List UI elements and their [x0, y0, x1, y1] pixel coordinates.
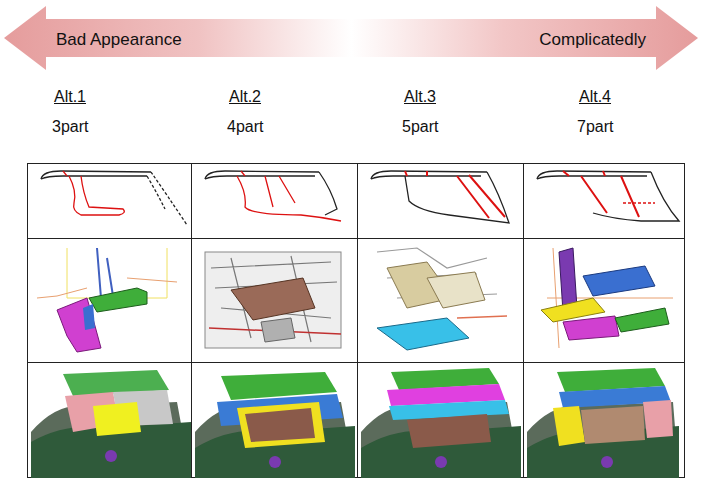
car-render [31, 370, 191, 478]
car-render [195, 372, 355, 478]
part-count: 7part [577, 118, 613, 136]
part-count: 4part [227, 118, 263, 136]
parts-view [205, 252, 341, 348]
column-heading: Alt.3 [404, 88, 436, 106]
parts-view [37, 248, 177, 352]
part-count: 5part [402, 118, 438, 136]
part-count: 3part [52, 118, 88, 136]
car-render [361, 368, 521, 478]
profile-sketch [41, 171, 187, 225]
column-heading: Alt.4 [579, 88, 611, 106]
column-heading: Alt.1 [54, 88, 86, 106]
car-render [527, 368, 679, 478]
parts-view [541, 248, 673, 348]
profile-sketch [205, 171, 341, 221]
profile-sketch [537, 171, 679, 221]
left-end-text: Bad Appearance [56, 30, 182, 50]
right-end-text: Complicatedly [539, 30, 646, 50]
parts-view [377, 248, 507, 350]
profile-sketch [371, 171, 509, 223]
column-heading: Alt.2 [229, 88, 261, 106]
table-grid [27, 163, 685, 478]
direction-arrow: Bad Appearance Complicatedly [4, 6, 698, 70]
